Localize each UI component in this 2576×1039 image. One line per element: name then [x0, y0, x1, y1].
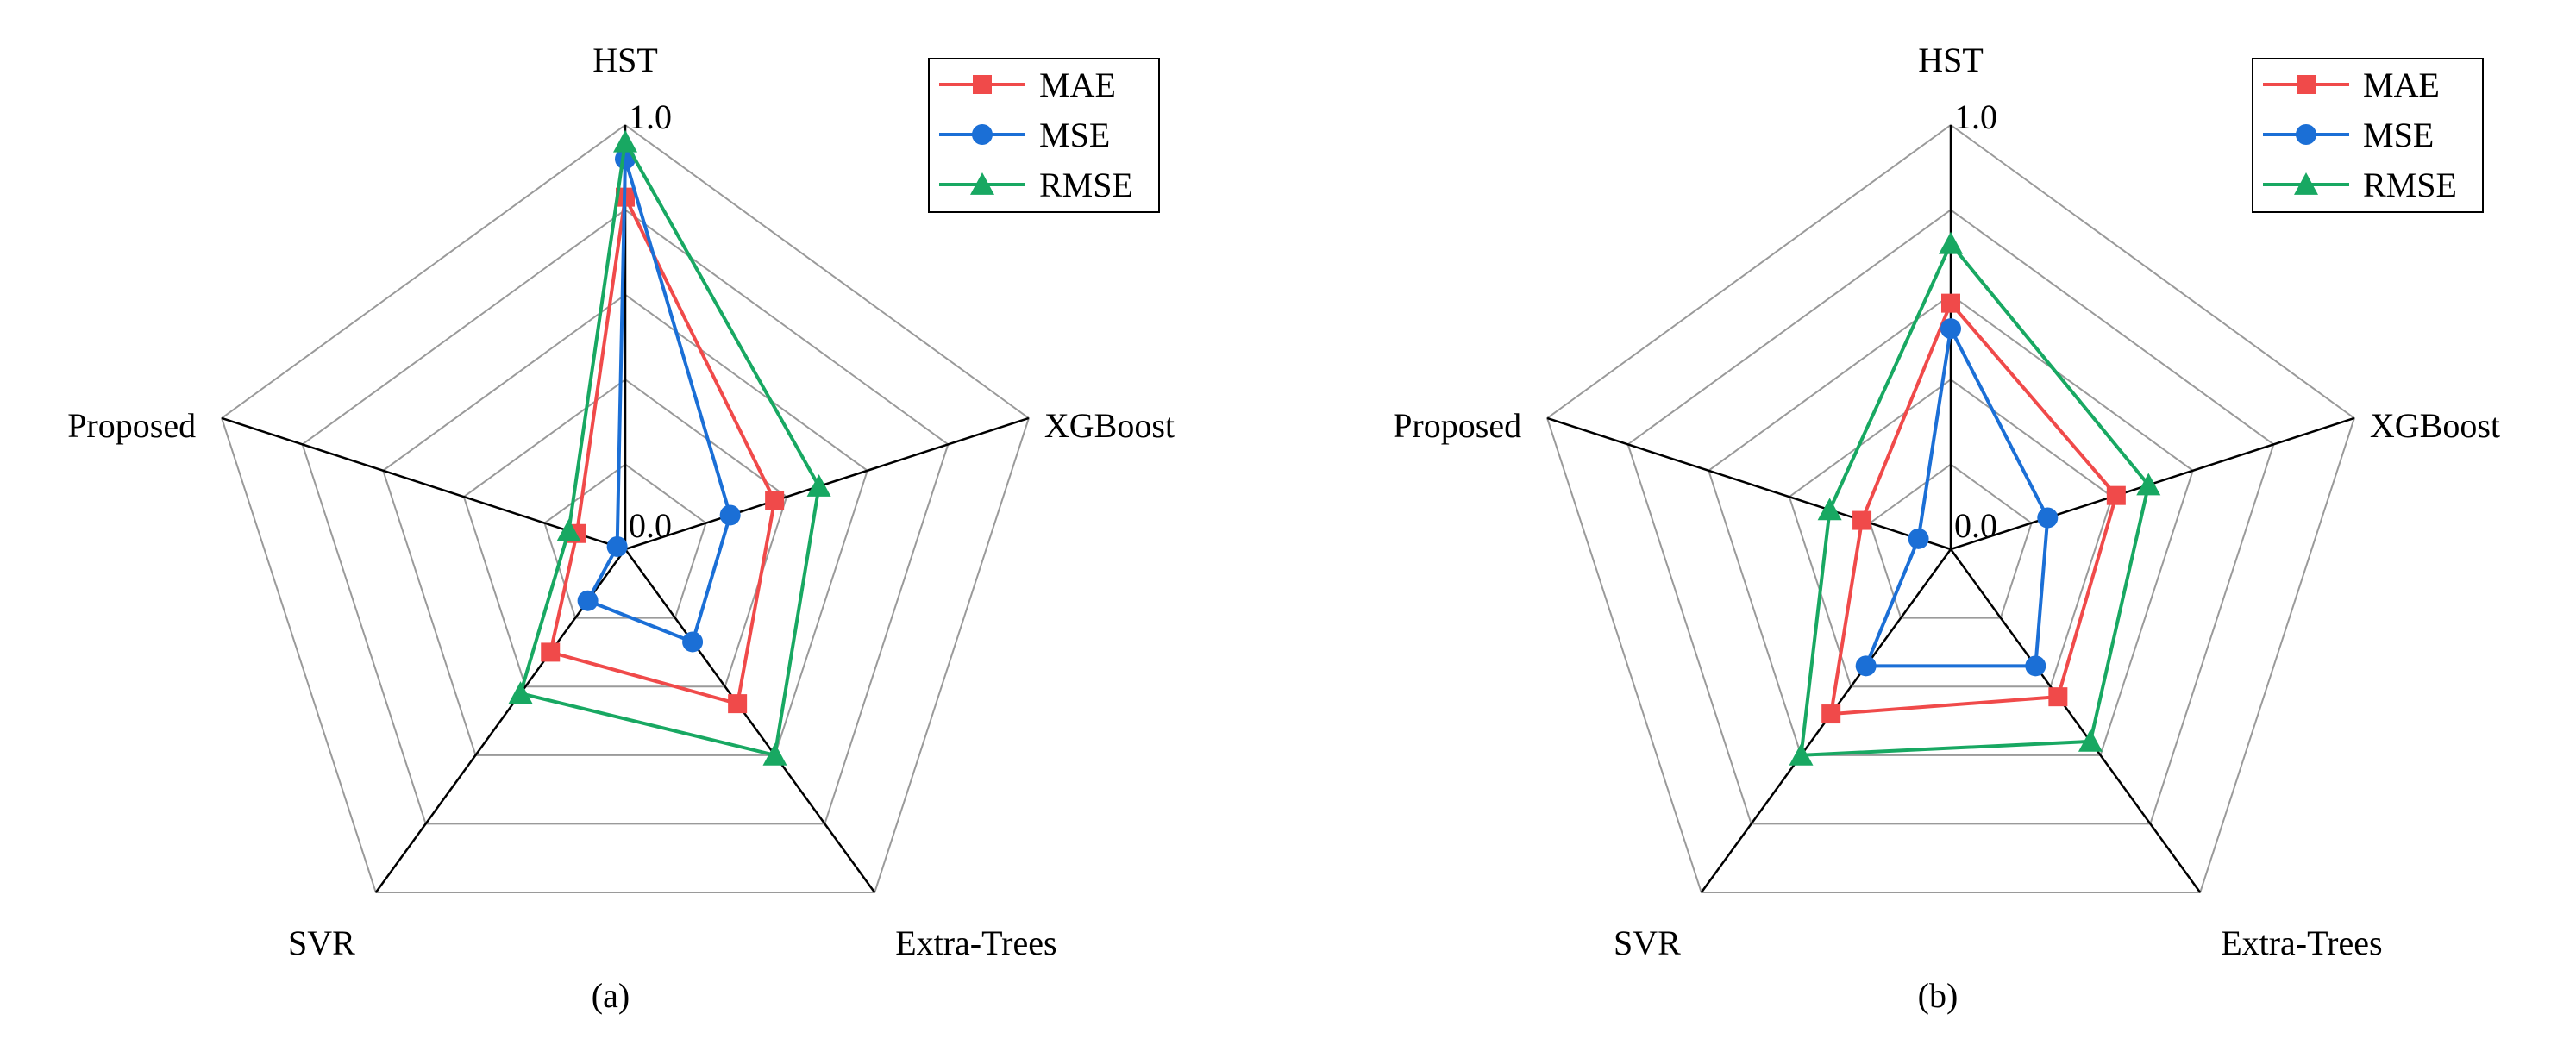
data-point-rmse-svr	[508, 681, 533, 704]
axis-label-proposed: Proposed	[67, 406, 196, 445]
tick-label-max: 1.0	[629, 97, 672, 136]
data-point-mae-extra-trees	[2048, 687, 2068, 707]
grid-ring	[220, 123, 1031, 894]
series-line-rmse	[518, 136, 821, 758]
data-point-mae-xgboost	[2106, 485, 2126, 505]
tick-label-max: 1.0	[1954, 97, 1997, 136]
axis-label-xgboost: XGBoost	[2370, 406, 2500, 445]
axis-label-hst: HST	[592, 41, 658, 79]
data-point-mse-xgboost	[719, 504, 741, 526]
data-point-mse-extra-trees	[2025, 655, 2046, 677]
legend-label-mae: MAE	[1039, 66, 1116, 104]
legend-label-rmse: RMSE	[1039, 166, 1133, 204]
series-rmse	[508, 129, 831, 766]
legend-label-mse: MSE	[2363, 116, 2434, 154]
data-point-mae-xgboost	[765, 491, 785, 510]
legend-marker-mae	[973, 75, 992, 94]
grid-ring	[1708, 293, 2194, 756]
data-point-mse-xgboost	[2037, 507, 2059, 529]
data-point-mae-hst	[1941, 293, 1960, 313]
axis-spoke-extra-trees	[1949, 548, 2202, 893]
axis-label-hst: HST	[1918, 41, 1984, 79]
data-point-rmse-xgboost	[2136, 473, 2161, 496]
legend-label-mse: MSE	[1039, 116, 1110, 154]
axis-label-extra-trees: Extra-Trees	[2221, 923, 2382, 962]
legend-label-rmse: RMSE	[2363, 166, 2457, 204]
axis-spoke-proposed	[1546, 416, 1952, 551]
tick-label-min: 0.0	[1954, 506, 1997, 545]
series-line-mse	[585, 158, 732, 645]
legend-marker-mse	[972, 124, 993, 145]
data-point-rmse-xgboost	[806, 474, 831, 497]
grid-ring	[382, 293, 868, 756]
grid-ring	[462, 378, 788, 688]
series-line-rmse	[1799, 241, 2151, 757]
legend-marker-mse	[2296, 124, 2316, 145]
grid-ring	[301, 209, 950, 825]
axis-label-extra-trees: Extra-Trees	[895, 923, 1056, 962]
series-mae	[1821, 293, 2126, 724]
panel-label: (a)	[592, 976, 630, 1015]
data-point-rmse-svr	[1789, 742, 1814, 766]
axis-spoke-proposed	[221, 416, 626, 551]
data-point-mse-hst	[1940, 318, 1961, 340]
legend: MAE MSE RMSE	[2252, 58, 2484, 213]
legend-label-mae: MAE	[2363, 66, 2440, 104]
grid-ring	[1869, 463, 2033, 619]
series-rmse	[1789, 231, 2161, 766]
legend-marker-mae	[2297, 75, 2316, 94]
data-point-mse-proposed	[606, 535, 628, 557]
axis-spoke-extra-trees	[624, 548, 876, 893]
grid-ring	[1545, 123, 2356, 894]
axis-label-proposed: Proposed	[1393, 406, 1521, 445]
legend-marker-rmse	[2294, 172, 2318, 195]
data-point-mse-svr	[577, 590, 599, 611]
data-point-mae-extra-trees	[728, 694, 748, 714]
series-mse	[1855, 318, 2059, 677]
data-point-rmse-proposed	[556, 518, 581, 541]
grid-ring	[1626, 209, 2275, 825]
data-point-mse-svr	[1855, 655, 1877, 677]
axis-spoke-xgboost	[624, 416, 1030, 551]
series-line-mse	[1863, 322, 2050, 668]
legend: MAE MSE RMSE	[928, 58, 1160, 213]
axis-label-svr: SVR	[288, 923, 355, 962]
series-mae	[541, 187, 785, 714]
legend-marker-rmse	[970, 172, 994, 195]
series-mse	[577, 148, 741, 653]
data-point-rmse-proposed	[1817, 498, 1842, 521]
data-point-rmse-hst	[613, 129, 637, 153]
grid-ring	[1788, 378, 2114, 688]
axis-label-xgboost: XGBoost	[1044, 406, 1175, 445]
series-line-mae	[1828, 299, 2119, 717]
data-point-mse-proposed	[1908, 528, 1929, 549]
panel-label: (b)	[1918, 976, 1959, 1015]
grid-ring	[543, 463, 707, 619]
data-point-rmse-hst	[1939, 231, 1963, 254]
data-point-rmse-extra-trees	[2078, 729, 2103, 752]
axis-label-svr: SVR	[1614, 923, 1681, 962]
data-point-mae-svr	[541, 642, 561, 662]
data-point-mae-proposed	[1852, 510, 1872, 530]
data-point-mae-svr	[1821, 704, 1841, 724]
series-line-mae	[548, 191, 777, 706]
data-point-rmse-extra-trees	[762, 742, 787, 766]
data-point-mse-extra-trees	[682, 631, 704, 653]
tick-label-min: 0.0	[629, 506, 672, 545]
